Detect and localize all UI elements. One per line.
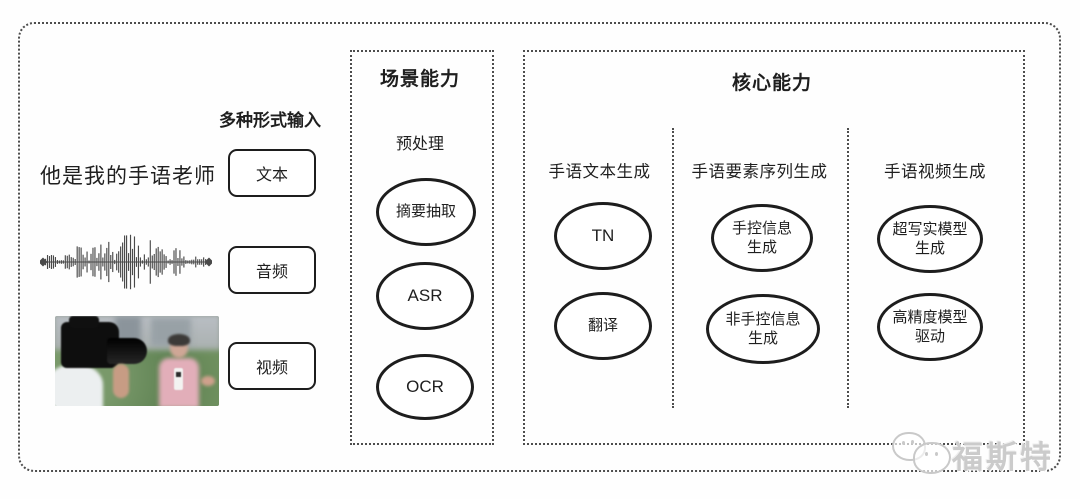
scene-capability-title: 场景能力 xyxy=(379,69,460,90)
input-type-text-box: 文本 xyxy=(228,149,316,197)
column-title-video-generation: 手语视频生成 xyxy=(884,163,986,181)
node-ocr: OCR xyxy=(376,354,474,420)
node-tn: TN xyxy=(554,202,652,270)
core-capability-box xyxy=(523,50,1025,445)
input-type-audio-label: 音频 xyxy=(255,264,288,281)
watermark: 福斯特 xyxy=(880,426,1060,478)
input-type-text-label: 文本 xyxy=(255,167,288,184)
reporter-hand xyxy=(201,376,215,386)
camera-top xyxy=(69,316,99,328)
operator-arm xyxy=(113,364,129,398)
input-type-video-box: 视频 xyxy=(228,342,316,390)
node-translation: 翻译 xyxy=(554,292,652,360)
logo-eye xyxy=(911,440,914,444)
video-thumbnail xyxy=(55,316,219,406)
core-capability-title: 核心能力 xyxy=(731,73,812,94)
scene-capability-box xyxy=(350,50,494,445)
logo-eye xyxy=(902,441,905,445)
column-title-element-sequence-generation: 手语要素序列生成 xyxy=(691,163,828,181)
input-type-audio-box: 音频 xyxy=(228,246,316,294)
camera-operator xyxy=(55,364,103,406)
microphone-icon xyxy=(174,368,183,390)
reporter-hair xyxy=(168,334,190,346)
node-asr: ASR xyxy=(376,262,474,330)
node-summary-extraction: 摘要抽取 xyxy=(376,178,476,246)
column-separator xyxy=(847,128,849,408)
node-nonmanual-info-generation: 非手控信息 生成 xyxy=(706,294,820,364)
node-high-precision-model-driving: 高精度模型 驱动 xyxy=(877,293,983,361)
logo-eye xyxy=(925,452,928,456)
text-sample: 他是我的手语老师 xyxy=(40,165,216,188)
logo-eye xyxy=(935,452,938,456)
camera-lens xyxy=(107,338,147,364)
node-hyperrealistic-model-generation: 超写实模型 生成 xyxy=(877,205,983,273)
node-manual-info-generation: 手控信息 生成 xyxy=(711,204,813,272)
column-separator xyxy=(672,128,674,408)
outer-dotted-border xyxy=(18,22,1061,472)
microphone-logo xyxy=(176,372,181,377)
input-type-video-label: 视频 xyxy=(255,360,288,377)
chat-bubbles-logo-icon xyxy=(913,442,951,474)
audio-waveform-icon xyxy=(40,234,212,290)
column-title-text-generation: 手语文本生成 xyxy=(548,163,651,181)
input-section-label: 多种形式输入 xyxy=(219,111,321,130)
watermark-brand: 福斯特 xyxy=(952,440,1054,475)
preprocess-label: 预处理 xyxy=(395,136,444,153)
